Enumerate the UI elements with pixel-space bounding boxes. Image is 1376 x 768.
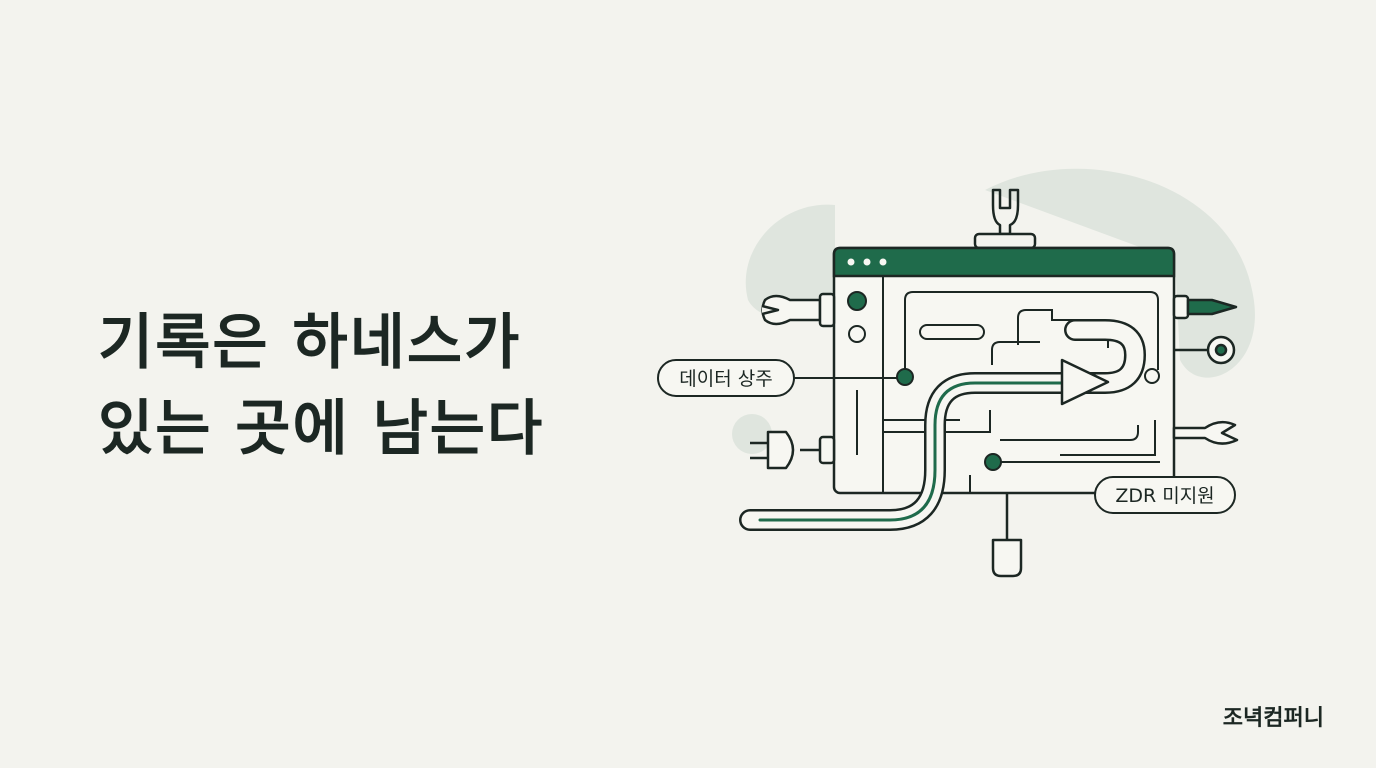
wrench-left-icon: [761, 292, 836, 328]
headline: 기록은 하네스가 있는 곳에 남는다: [98, 300, 544, 472]
arrow-icon: [1060, 358, 1110, 406]
node: [1144, 368, 1160, 384]
data-flow-pipe: [739, 319, 1146, 531]
wrench-right-icon: [1172, 420, 1239, 445]
headline-line-2: 있는 곳에 남는다: [98, 394, 545, 464]
screwdriver-icon: [1172, 294, 1238, 320]
node: [984, 453, 1002, 471]
plug-icon: [750, 430, 836, 470]
harness-illustration: 데이터 상주 ZDR 미지원: [657, 168, 1255, 578]
brand-logo-text: 조녁컴퍼니: [1222, 706, 1324, 731]
window-dot: [879, 258, 887, 266]
svg-text:ZDR 미지원: ZDR 미지원: [1115, 485, 1214, 507]
label-data-residency: 데이터 상주: [657, 359, 795, 397]
label-zdr-unsupported: ZDR 미지원: [1094, 476, 1236, 514]
key-icon: [1174, 335, 1236, 365]
background-blob: [985, 168, 1255, 378]
background-blob: [745, 204, 835, 319]
probe-icon: [991, 493, 1023, 578]
background-dot: [732, 414, 772, 454]
headline-line-1: 기록은 하네스가: [98, 308, 522, 378]
svg-text:데이터 상주: 데이터 상주: [679, 368, 772, 390]
node: [896, 368, 914, 386]
window-dot: [847, 258, 855, 266]
window-dot: [863, 258, 871, 266]
